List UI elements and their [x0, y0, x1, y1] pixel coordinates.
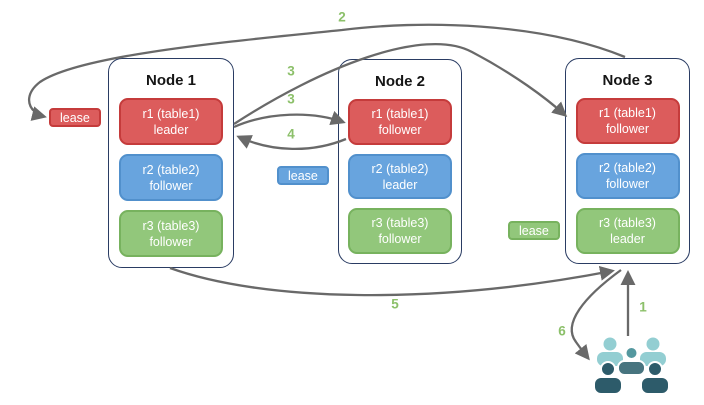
arrow-step-3-to-node2 [233, 110, 346, 129]
arrow-step-6 [570, 269, 622, 361]
step-label-5: 5 [391, 296, 399, 312]
node-3-replica-r2: r2 (table2) follower [575, 153, 680, 199]
node-1-replica-r3: r3 (table3) follower [119, 210, 223, 257]
replica-name: r1 (table1) [371, 106, 429, 121]
replica-role: leader [382, 177, 418, 192]
node-1: Node 1 r1 (table1) leader r2 (table2) fo… [108, 58, 234, 268]
replica-name: r2 (table2) [599, 161, 656, 175]
step-label-4: 4 [287, 126, 295, 142]
lease-badge-blue: lease [277, 166, 329, 185]
users-icon [593, 337, 670, 395]
node-2-replica-r1: r1 (table1) follower [348, 99, 452, 145]
replica-role: follower [605, 177, 650, 191]
replica-role: leader [610, 232, 645, 246]
node-2-replica-r3: r3 (table3) follower [348, 208, 452, 255]
arrow-step-5 [169, 265, 615, 297]
replica-name: r3 (table3) [142, 218, 200, 233]
replica-name: r2 (table2) [142, 162, 200, 177]
node-1-replica-r1: r1 (table1) leader [119, 98, 223, 145]
replica-name: r2 (table2) [371, 161, 429, 176]
step-label-3a: 3 [287, 63, 295, 79]
lease-badge-green: lease [508, 221, 560, 240]
node-2-replica-r2: r2 (table2) leader [348, 153, 452, 200]
replica-name: r1 (table1) [142, 106, 200, 121]
replica-name: r1 (table1) [599, 106, 656, 120]
step-label-1: 1 [639, 299, 647, 315]
node-2-title: Node 2 [374, 73, 425, 90]
node-3-replica-r3: r3 (table3) leader [575, 208, 680, 254]
replica-name: r3 (table3) [371, 216, 429, 231]
node-1-title: Node 1 [145, 72, 196, 89]
lease-badge-red: lease [49, 108, 101, 127]
replica-role: follower [149, 234, 193, 249]
step-label-6: 6 [558, 323, 566, 339]
replica-role: follower [149, 178, 193, 193]
step-label-2: 2 [338, 9, 346, 25]
node-3-title: Node 3 [602, 72, 653, 89]
replica-role: follower [378, 232, 422, 247]
replica-role: follower [605, 122, 650, 136]
node-1-replica-r2: r2 (table2) follower [119, 154, 223, 201]
replica-role: follower [378, 122, 422, 137]
step-label-3b: 3 [287, 91, 295, 107]
node-3-replica-r1: r1 (table1) follower [575, 98, 680, 144]
replica-name: r3 (table3) [599, 216, 656, 230]
node-3: Node 3 r1 (table1) follower r2 (table2) … [565, 58, 690, 264]
replica-role: leader [153, 122, 189, 137]
node-2: Node 2 r1 (table1) follower r2 (table2) … [338, 59, 462, 264]
